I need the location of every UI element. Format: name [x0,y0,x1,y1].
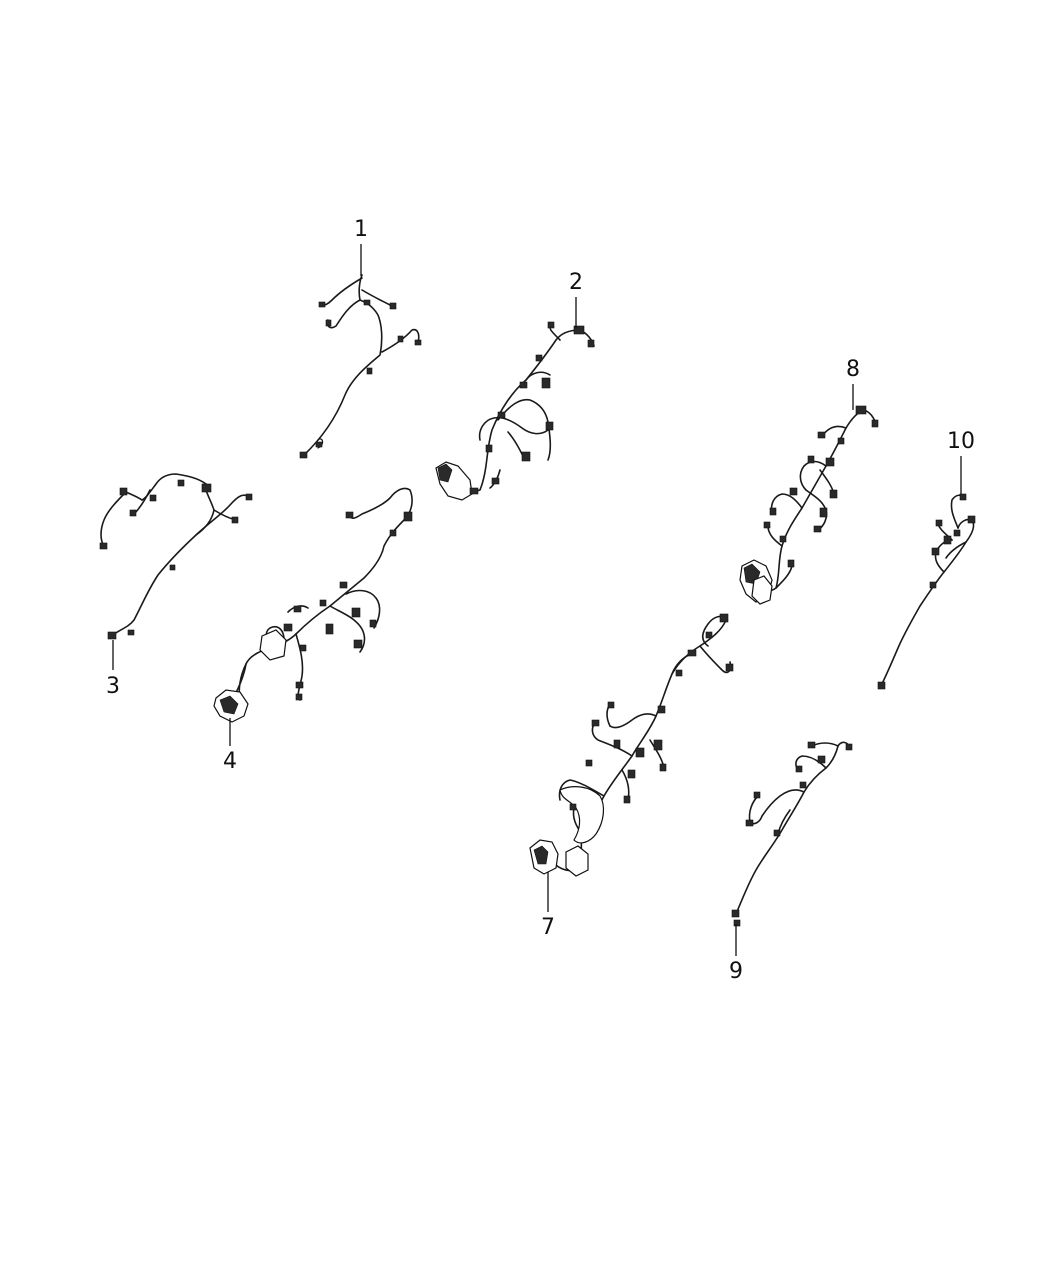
callout-2: 2 [569,270,583,328]
harness-part-3 [99,473,253,640]
callout-number: 1 [354,217,368,242]
callout-9: 9 [729,924,743,984]
callout-4: 4 [223,718,237,774]
callout-10: 10 [947,429,975,494]
callout-number: 7 [541,915,555,940]
harness-part-8 [739,405,879,605]
callout-number: 9 [729,959,743,984]
callout-1: 1 [354,217,368,276]
callout-7: 7 [541,872,555,940]
harness-part-4 [213,487,413,723]
callout-8: 8 [846,357,860,410]
callout-number: 2 [569,270,583,295]
callout-number: 4 [223,749,237,774]
callout-number: 8 [846,357,860,382]
harness-part-1 [299,274,422,459]
harness-part-9 [731,741,853,927]
callout-number: 3 [106,674,120,699]
harness-part-2 [435,321,595,501]
harness-part-7 [529,613,734,877]
harness-part-10 [877,493,976,690]
callout-3: 3 [106,640,120,699]
callout-number: 10 [947,429,975,454]
